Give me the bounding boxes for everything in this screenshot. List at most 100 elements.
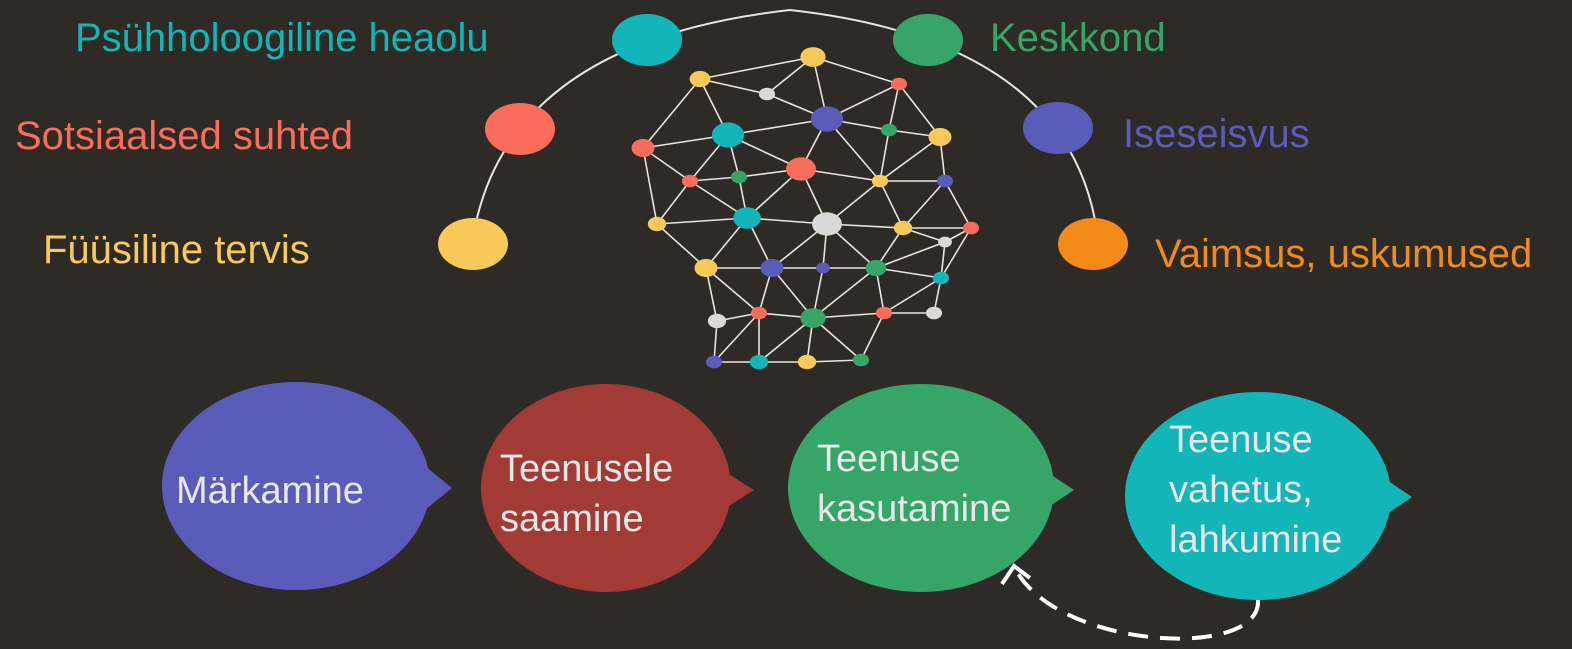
network-edge	[860, 312, 885, 361]
network-node	[707, 313, 727, 329]
step-line: Märkamine	[176, 470, 364, 512]
category-dot-social	[485, 103, 555, 155]
head-network	[631, 47, 980, 370]
network-edge	[875, 241, 946, 269]
network-edge	[940, 227, 972, 279]
label-spirituality-beliefs: Vaimsus, uskumused	[1155, 232, 1533, 276]
step-line: Teenuse	[817, 438, 961, 480]
step-line: vahetus,	[1169, 469, 1313, 512]
network-node	[711, 122, 745, 148]
network-edge	[879, 136, 941, 182]
network-node	[750, 306, 768, 320]
step-bubble-pointer-access	[716, 466, 754, 514]
network-node	[810, 106, 844, 132]
step-line: Teenuse	[1169, 419, 1313, 461]
network-edge	[656, 223, 707, 269]
step-bubble-pointer-use	[1038, 466, 1074, 514]
network-node	[893, 220, 913, 236]
network-edge	[642, 147, 658, 225]
network-node	[852, 353, 870, 367]
network-edge	[656, 217, 748, 225]
network-edge	[883, 277, 942, 314]
network-node	[760, 259, 784, 277]
category-dot-env	[893, 14, 963, 66]
label-psychological-wellbeing: Psühholoogiline heaolu	[75, 16, 489, 60]
network-node	[865, 259, 887, 277]
network-node	[812, 212, 842, 236]
step-line: kasutamine	[817, 488, 1012, 531]
step-line: saamine	[500, 498, 644, 541]
network-node	[816, 262, 830, 274]
step-bubble-pointer-notice	[420, 462, 452, 514]
step-line: Teenusele	[500, 448, 674, 490]
network-edge	[642, 78, 701, 149]
network-node	[871, 174, 889, 188]
network-node	[786, 157, 816, 181]
network-edge	[888, 83, 900, 131]
category-dot-indep	[1023, 102, 1093, 154]
network-node	[647, 216, 667, 232]
network-node	[932, 271, 950, 285]
process-bubbles	[162, 382, 1412, 600]
network-edge	[879, 180, 904, 229]
network-edge	[656, 180, 691, 225]
return-arrowhead	[1000, 563, 1032, 586]
step-bubble-access	[481, 384, 731, 592]
network-edge	[944, 180, 972, 229]
step-bubble-use	[788, 384, 1054, 592]
network-node	[875, 306, 893, 320]
network-node	[800, 47, 826, 67]
network-node	[705, 355, 723, 369]
label-independence: Iseseisvus	[1123, 112, 1310, 156]
network-node	[962, 221, 980, 235]
step-change-text: Teenuse vahetus, lahkumine	[1169, 415, 1342, 565]
return-arrow	[1014, 569, 1261, 641]
step-noticing-text: Märkamine	[176, 466, 364, 516]
network-edge	[771, 267, 814, 319]
network-edge	[812, 56, 900, 85]
network-node	[689, 70, 711, 88]
category-dots	[438, 14, 1128, 270]
label-physical-health: Füüsiline tervis	[43, 228, 310, 272]
network-node	[730, 170, 748, 184]
network-edge	[699, 56, 814, 80]
step-bubble-pointer-change	[1372, 470, 1412, 524]
network-edge	[898, 83, 941, 138]
network-edge	[879, 129, 890, 182]
network-node	[890, 77, 908, 91]
label-environment: Keskkond	[990, 16, 1166, 60]
network-edge	[705, 267, 760, 314]
network-node	[800, 308, 826, 328]
step-bubble-change	[1125, 392, 1391, 600]
network-edge	[875, 267, 942, 279]
network-edge	[699, 78, 768, 95]
network-edge	[758, 317, 814, 363]
network-node	[880, 123, 898, 137]
network-node	[928, 128, 952, 146]
network-edge	[713, 312, 760, 363]
network-edge	[689, 176, 740, 182]
category-dot-psych	[612, 14, 682, 66]
network-node	[631, 139, 655, 157]
step-use-text: Teenuse kasutamine	[817, 434, 1011, 534]
step-line: lahkumine	[1169, 519, 1343, 562]
network-edge	[902, 180, 946, 229]
network-node	[694, 259, 718, 277]
category-dot-phys	[438, 218, 508, 270]
network-node	[797, 354, 817, 370]
network-node	[681, 174, 699, 188]
network-node	[733, 207, 761, 229]
network-node	[938, 236, 952, 248]
step-bubble-notice	[162, 382, 430, 590]
network-node	[749, 354, 769, 370]
network-edge	[812, 267, 877, 319]
network-node	[758, 87, 776, 101]
network-edge	[727, 118, 828, 136]
label-social-relations: Sotsiaalsed suhted	[15, 114, 354, 158]
network-node	[936, 174, 954, 188]
network-node	[925, 306, 943, 320]
category-dot-spirit	[1058, 218, 1128, 270]
step-access-text: Teenusele saamine	[500, 444, 673, 544]
